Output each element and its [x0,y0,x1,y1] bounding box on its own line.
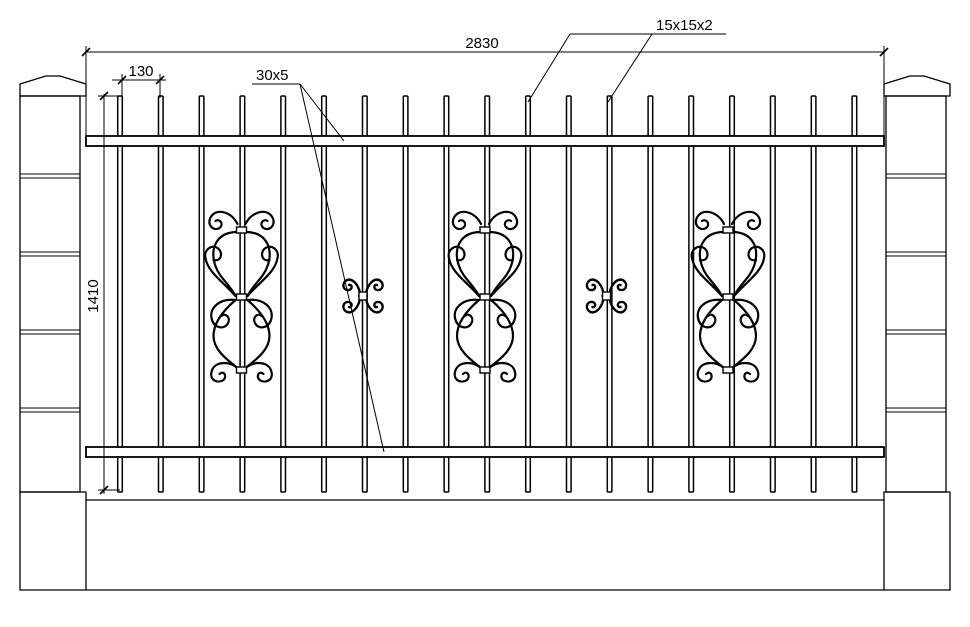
dim-picket-spacing: 130 [112,63,166,98]
scroll-ornament-small [342,278,384,314]
picket [198,95,205,493]
picket [688,95,695,493]
left-pillar [19,75,87,493]
bottom-rail [85,446,885,458]
picket [810,95,817,493]
picket [280,95,287,493]
dim-overall-width: 2830 [81,35,889,136]
picket [524,95,532,493]
picket [851,95,858,493]
base-plinth [19,491,951,591]
picket [157,95,164,493]
scroll-ornament-small [585,278,628,314]
dim-overall-width-label: 2830 [465,35,498,52]
right-pillar [883,75,951,493]
leader-rail-section: 30x5 [252,67,385,453]
picket [647,95,654,493]
picket [320,95,328,493]
scroll-ornament-large [447,210,523,383]
leader-picket-section-label: 15x15x2 [656,17,713,34]
leader-picket-section: 15x15x2 [527,17,726,103]
leader-rail-section-label: 30x5 [256,67,289,84]
dim-height: 1410 [85,91,120,495]
top-rail [85,135,885,147]
scroll-ornament-large [204,210,279,383]
dim-picket-spacing-label: 130 [128,63,153,80]
ornaments [204,210,766,383]
picket [402,95,409,493]
picket [116,95,124,493]
dim-height-label: 1410 [85,279,102,312]
scroll-ornament-large [690,210,766,383]
picket [769,95,776,493]
picket [565,95,572,493]
picket [443,95,450,493]
